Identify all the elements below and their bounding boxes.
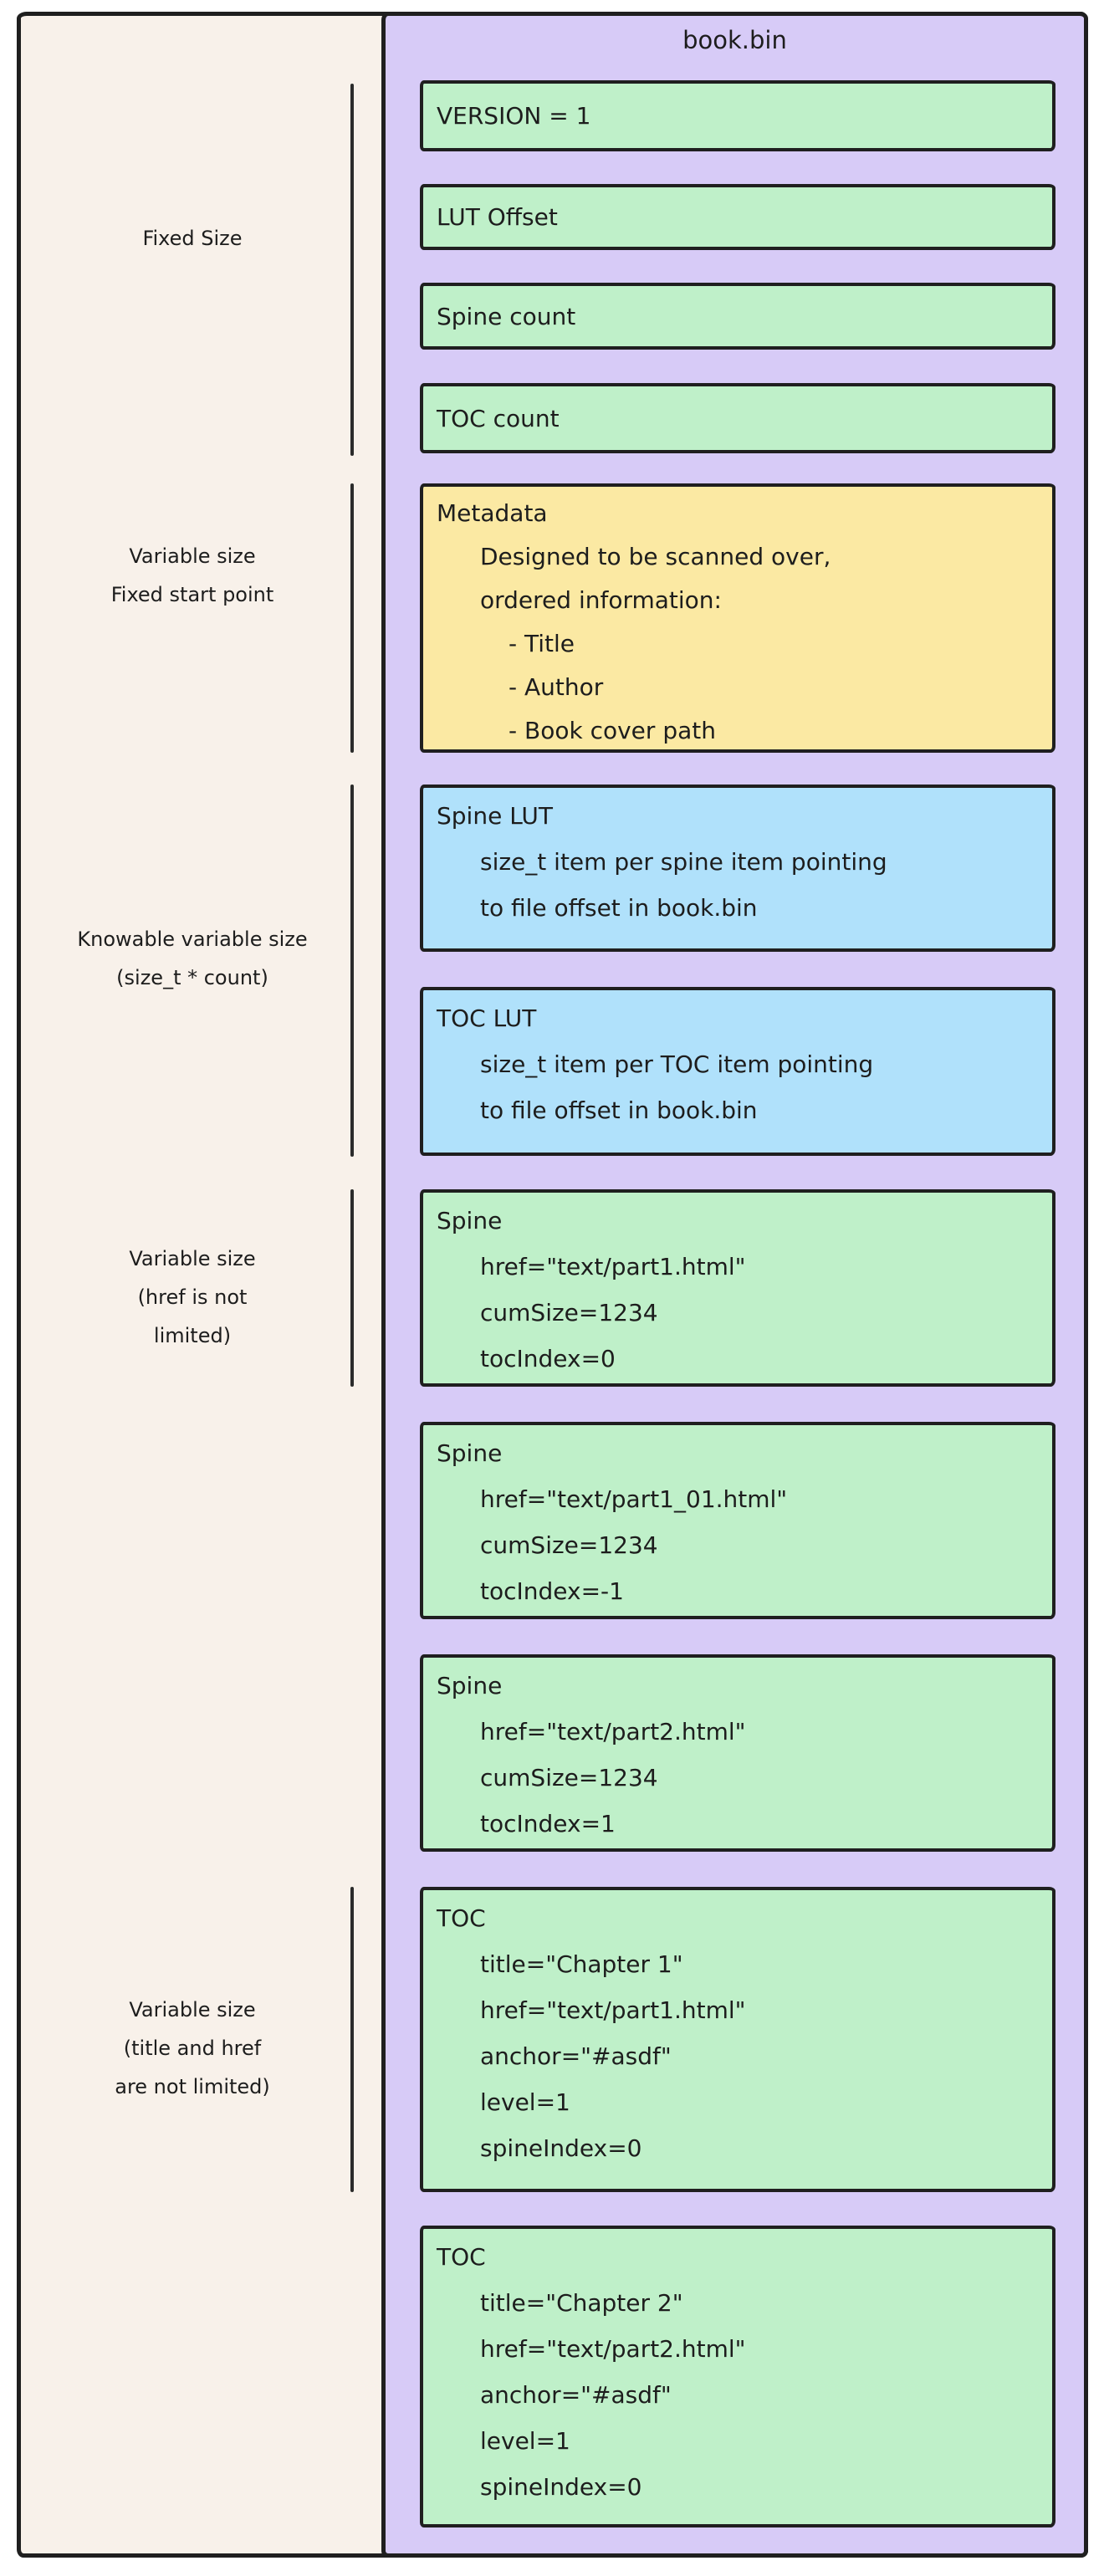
label-line: Fixed Size [142,227,243,250]
box-line: level=1 [480,2088,570,2116]
box-line: ordered information: [480,586,722,614]
box-version: VERSION = 1 [420,80,1055,151]
box-metadata: Metadata Designed to be scanned over, or… [420,483,1055,753]
box-line: title="Chapter 1" [480,1950,683,1978]
box-line: href="text/part2.html" [480,2335,746,2363]
box-line: spineIndex=0 [480,2134,642,2162]
box-line: cumSize=1234 [480,1764,658,1791]
label-variable-size-title-href: Variable size (title and href are not li… [25,1991,360,2106]
box-line: level=1 [480,2427,570,2455]
box-line: spineIndex=0 [480,2473,642,2501]
box-line: VERSION = 1 [437,102,591,130]
box-line: tocIndex=-1 [480,1577,624,1605]
box-line: tocIndex=0 [480,1345,616,1372]
bracket-variable-href [350,1189,354,1387]
label-line: (title and href [123,2037,262,2060]
label-line: Variable size [129,544,256,568]
box-line: - Author [509,673,604,701]
label-line: Variable size [129,1247,256,1270]
label-line: (href is not [137,1285,248,1309]
box-spine-count: Spine count [420,283,1055,350]
label-variable-size-fixed-start: Variable size Fixed start point [25,537,360,614]
box-line: Spine [437,1439,503,1467]
box-line: - Book cover path [509,717,716,744]
label-line: (size_t * count) [116,966,268,989]
bracket-knowable-variable [350,785,354,1157]
box-line: TOC [437,2243,486,2271]
box-spine-part1-01: Spine href="text/part1_01.html" cumSize=… [420,1422,1055,1619]
bracket-variable-fixed-start [350,483,354,753]
box-line: TOC LUT [437,1004,537,1032]
box-line: href="text/part1.html" [480,1253,746,1280]
label-line: Fixed start point [110,583,274,606]
box-toc-chapter2: TOC title="Chapter 2" href="text/part2.h… [420,2226,1055,2527]
box-line: title="Chapter 2" [480,2289,683,2317]
label-line: limited) [153,1324,232,1347]
box-line: - Title [509,630,575,657]
bracket-variable-title-href [350,1887,354,2192]
box-line: size_t item per TOC item pointing [480,1050,874,1078]
box-line: Designed to be scanned over, [480,543,831,570]
box-line: anchor="#asdf" [480,2042,672,2070]
container-title: book.bin [682,26,787,54]
box-line: href="text/part2.html" [480,1718,746,1745]
box-toc-count: TOC count [420,383,1055,453]
box-spine-lut: Spine LUT size_t item per spine item poi… [420,785,1055,952]
box-line: to file offset in book.bin [480,894,758,922]
box-line: Spine [437,1207,503,1234]
label-knowable-variable-size: Knowable variable size (size_t * count) [25,920,360,997]
box-line: to file offset in book.bin [480,1096,758,1124]
box-line: Spine [437,1672,503,1699]
label-line: Variable size [129,1998,256,2021]
box-line: cumSize=1234 [480,1531,658,1559]
label-line: Knowable variable size [77,928,308,951]
box-line: anchor="#asdf" [480,2381,672,2409]
box-line: href="text/part1_01.html" [480,1485,788,1513]
box-toc-lut: TOC LUT size_t item per TOC item pointin… [420,987,1055,1156]
box-lut-offset: LUT Offset [420,184,1055,250]
box-line: Spine count [437,302,576,330]
box-line: TOC [437,1904,486,1932]
box-line: cumSize=1234 [480,1299,658,1326]
box-spine-part1: Spine href="text/part1.html" cumSize=123… [420,1189,1055,1387]
box-line: LUT Offset [437,203,558,231]
box-line: Spine LUT [437,802,554,830]
box-spine-part2: Spine href="text/part2.html" cumSize=123… [420,1654,1055,1852]
bracket-fixed-size [350,84,354,456]
box-line: tocIndex=1 [480,1810,616,1837]
box-line: Metadata [437,499,548,527]
label-variable-size-href: Variable size (href is not limited) [25,1239,360,1355]
box-toc-chapter1: TOC title="Chapter 1" href="text/part1.h… [420,1887,1055,2192]
box-line: TOC count [437,404,560,432]
label-fixed-size: Fixed Size [25,219,360,258]
box-line: size_t item per spine item pointing [480,848,887,876]
box-line: href="text/part1.html" [480,1996,746,2024]
label-line: are not limited) [115,2075,270,2098]
